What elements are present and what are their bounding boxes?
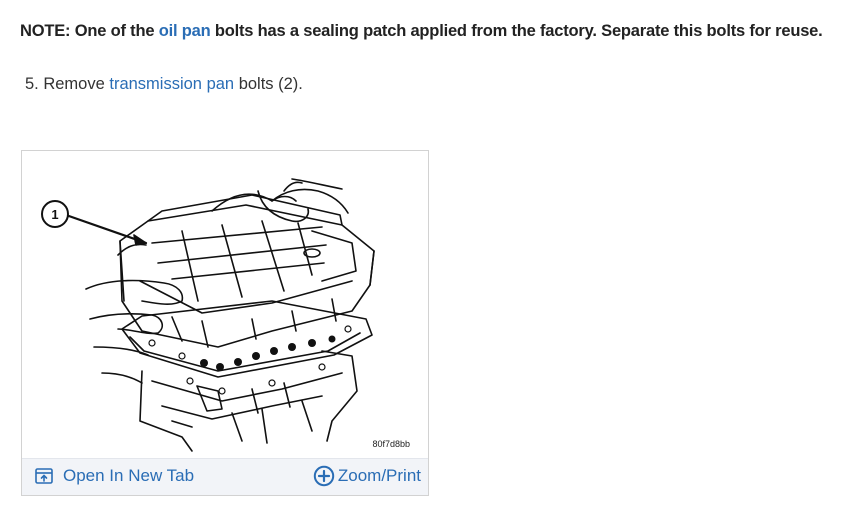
figure-toolbar: Open In New Tab Zoom/Print bbox=[22, 458, 428, 495]
open-in-new-tab-button[interactable]: Open In New Tab bbox=[35, 466, 194, 486]
zoom-print-label: Zoom/Print bbox=[337, 466, 421, 485]
transmission-pan-link[interactable]: transmission pan bbox=[109, 75, 235, 93]
open-in-new-tab-icon bbox=[35, 468, 53, 484]
step-suffix: bolts (2). bbox=[234, 75, 303, 93]
figure-id-code: 80f7d8bb bbox=[372, 439, 410, 449]
note-suffix: bolts has a sealing patch applied from t… bbox=[210, 22, 823, 40]
zoom-plus-icon bbox=[313, 465, 335, 487]
note-prefix: NOTE: One of the bbox=[20, 22, 159, 40]
figure-panel: 1 80f7d8bb Open In New Tab Zoom/Print bbox=[21, 150, 429, 496]
callout-number: 1 bbox=[51, 207, 58, 222]
step-prefix: 5. Remove bbox=[25, 75, 110, 93]
oil-pan-link[interactable]: oil pan bbox=[158, 22, 211, 40]
transmission-pan-illustration: 1 bbox=[41, 178, 375, 452]
zoom-print-button[interactable]: Zoom/Print bbox=[313, 465, 421, 487]
note-text: NOTE: One of the oil pan bolts has a sea… bbox=[20, 22, 823, 41]
open-in-new-tab-label: Open In New Tab bbox=[63, 466, 195, 485]
step-5-text: 5. Remove transmission pan bolts (2). bbox=[25, 75, 303, 94]
